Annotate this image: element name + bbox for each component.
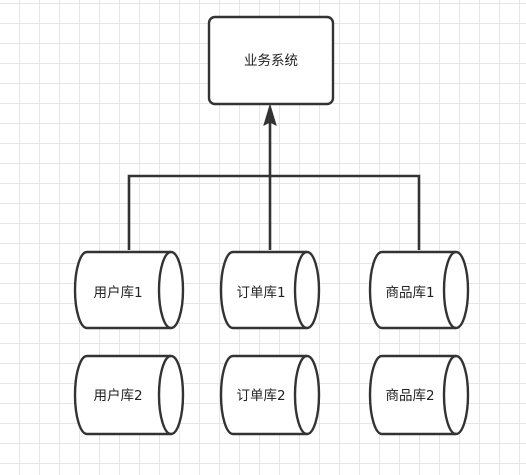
- db-product-2-label: 商品库2: [385, 388, 434, 404]
- db-product-2[interactable]: 商品库2: [368, 354, 470, 436]
- arrow-head-to-system: [263, 103, 277, 126]
- connector-group: [127, 103, 421, 250]
- db-order-1-label: 订单库1: [236, 285, 285, 301]
- db-product-1[interactable]: 商品库1: [368, 250, 470, 330]
- system-node[interactable]: 业务系统: [207, 15, 335, 106]
- db-user-2[interactable]: 用户库2: [73, 354, 185, 436]
- connector-user-db-1: [127, 174, 270, 250]
- db-product-1-label: 商品库1: [385, 285, 434, 301]
- db-user-1-label: 用户库1: [93, 284, 142, 301]
- connector-product-db-1: [270, 174, 421, 250]
- db-order-2-label: 订单库2: [236, 388, 285, 404]
- system-node-label: 业务系统: [244, 53, 298, 69]
- db-order-2[interactable]: 订单库2: [219, 354, 321, 436]
- db-order-1[interactable]: 订单库1: [219, 250, 321, 330]
- db-user-2-label: 用户库2: [93, 387, 142, 404]
- db-user-1[interactable]: 用户库1: [73, 250, 185, 330]
